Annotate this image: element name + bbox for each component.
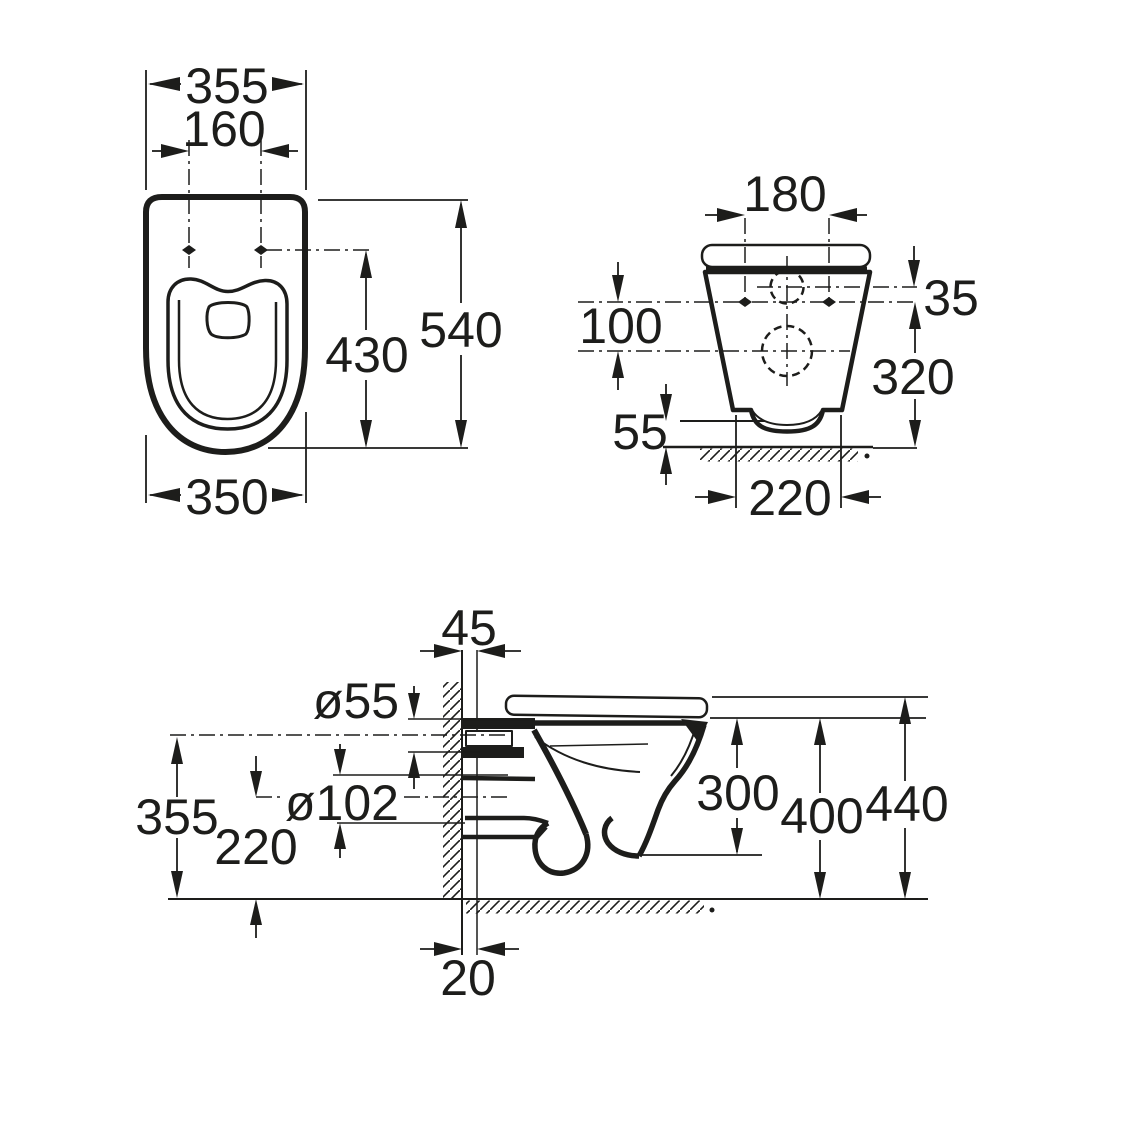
side-bowl-inner-curve [534,736,641,773]
side-dim-inlet-diameter: ø55 [170,673,508,789]
front-floor-hatch [700,448,858,462]
dim-label-front-bottom-gap: 55 [612,404,668,460]
side-trap-curve [601,815,640,859]
dim-label-side-wall-recess: 45 [441,600,497,656]
dim-label-plan-holes-to-front: 430 [325,327,408,383]
side-dim-floor-recess: 20 [420,942,519,1006]
side-front-inner-edge [670,725,697,777]
side-dim-seat-height: 440 [865,697,949,899]
front-dim-holes-to-outlet: 100 [578,262,850,390]
dim-label-front-holes-to-floor: 320 [871,349,954,405]
plan-view: 355 160 430 540 [143,58,503,525]
dim-label-side-seat-height: 440 [865,776,948,832]
dim-label-side-rim-height: 400 [780,788,863,844]
side-toilet-profile [462,694,709,876]
front-dim-holes-to-floor: 320 [871,349,955,449]
dim-label-front-base-width: 220 [748,470,831,526]
side-outlet-pipe-join [465,815,549,826]
plan-flush-hole [205,301,251,340]
side-water-line [549,743,649,747]
side-view: 45 ø55 ø102 [135,600,948,1006]
dim-label-side-outlet-diameter: ø102 [285,775,399,831]
side-dim-wall-recess: 45 [420,600,521,658]
side-inlet-pipe-box [465,730,513,747]
side-dim-inlet-height: 355 [135,737,219,898]
front-view: 180 35 100 320 [578,166,979,526]
front-seat-lid [700,243,872,269]
side-floor-hatch [466,900,704,914]
dim-label-side-outlet-height: 220 [214,819,297,875]
front-fixing-hole-right [822,297,836,307]
side-wall-hatch [443,682,462,900]
dim-label-front-holes-to-outlet: 100 [579,298,662,354]
side-dim-outlet-height: 220 [214,756,298,938]
dim-label-side-bowl-depth: 300 [696,765,779,821]
plan-dim-hole-spacing: 160 [152,101,298,268]
dim-label-front-inlet-to-holes: 35 [923,270,979,326]
front-dim-inlet-to-holes: 35 [578,246,979,353]
front-dim-bottom-gap: 55 [612,384,765,485]
plan-dim-front-width: 350 [145,412,307,525]
front-inlet-circle [769,269,805,305]
dim-label-plan-overall-depth: 540 [419,302,502,358]
side-dim-rim-height: 400 [780,718,864,899]
plan-dim-overall-width: 355 [145,58,307,190]
dim-label-plan-hole-spacing: 160 [182,101,265,157]
side-outlet-flange-join [535,825,548,839]
front-outlet-lip [751,409,823,426]
front-floor-hatch-dot [864,453,870,459]
dim-label-plan-overall-width: 355 [185,58,268,114]
front-dim-hole-spacing: 180 [705,166,867,299]
dim-label-side-inlet-height: 355 [135,789,218,845]
front-dim-base-width: 220 [695,415,881,526]
plan-bowl-inner-edge [177,300,278,421]
plan-seat-opening [166,277,289,431]
dim-label-front-hole-spacing: 180 [743,166,826,222]
side-dim-outlet-diameter: ø102 [256,744,508,858]
side-front-edge [636,724,707,858]
dim-label-plan-front-width: 350 [185,469,268,525]
side-outlet-pipe-top [462,775,536,782]
side-bracket-lower [462,747,524,758]
side-floor-hatch-dot [709,907,715,913]
side-dim-bowl-depth: 300 [696,718,780,855]
dim-label-side-floor-recess: 20 [440,950,496,1006]
dim-label-side-inlet-diameter: ø55 [313,673,399,729]
plan-dim-overall-depth: 540 [268,199,503,449]
side-seat-lid [504,694,709,719]
plan-dim-holes-to-front: 430 [266,249,409,448]
